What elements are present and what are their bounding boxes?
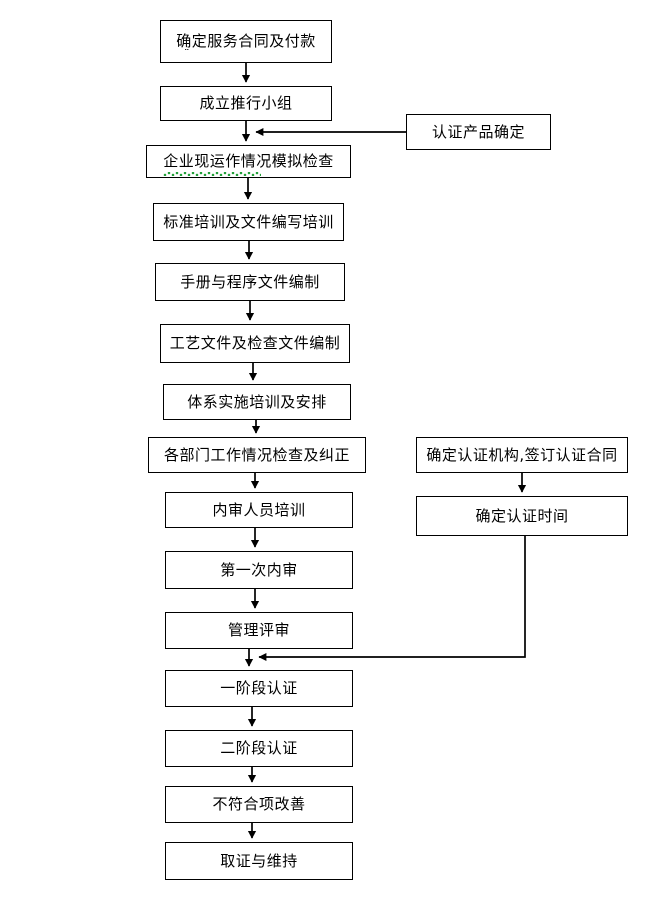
stray-artifact-mark: ¨ [184, 47, 192, 60]
node-label: 取证与维持 [220, 851, 298, 870]
node-label: 一阶段认证 [220, 679, 298, 698]
node-service-contract[interactable]: 确定服务合同及付款 [160, 20, 332, 63]
node-obtain-maintain-certificate[interactable]: 取证与维持 [165, 842, 353, 880]
node-label: 认证产品确定 [431, 122, 525, 141]
node-certified-product-confirmation[interactable]: 认证产品确定 [406, 114, 551, 150]
node-label: 确定认证机构,签订认证合同 [426, 445, 618, 464]
node-confirm-certification-date[interactable]: 确定认证时间 [416, 496, 628, 536]
node-stage-two-certification[interactable]: 二阶段认证 [165, 730, 353, 767]
node-label: 内审人员培训 [212, 500, 306, 519]
node-label: 确定服务合同及付款 [176, 32, 316, 51]
node-process-inspection-docs[interactable]: 工艺文件及检查文件编制 [160, 324, 350, 363]
node-system-implementation-training[interactable]: 体系实施培训及安排 [163, 384, 351, 420]
node-nonconformity-improvement[interactable]: 不符合项改善 [165, 786, 353, 823]
node-simulated-inspection[interactable]: 企业现运作情况模拟检查 [146, 145, 351, 178]
spellcheck-underline-icon [163, 171, 262, 176]
node-label: 各部门工作情况检查及纠正 [163, 445, 350, 464]
node-label: 第一次内审 [220, 560, 298, 579]
node-standard-training[interactable]: 标准培训及文件编写培训 [153, 203, 344, 241]
node-label: 企业现运作情况模拟检查 [163, 153, 334, 176]
node-internal-auditor-training[interactable]: 内审人员培训 [165, 492, 353, 528]
node-stage-one-certification[interactable]: 一阶段认证 [165, 670, 353, 707]
node-department-check-correction[interactable]: 各部门工作情况检查及纠正 [148, 437, 366, 473]
node-label: 不符合项改善 [212, 795, 306, 814]
node-label: 手册与程序文件编制 [180, 272, 320, 291]
node-first-internal-audit[interactable]: 第一次内审 [165, 551, 353, 589]
node-label: 确定认证时间 [475, 506, 569, 525]
node-label: 标准培训及文件编写培训 [163, 212, 334, 231]
node-label: 工艺文件及检查文件编制 [169, 334, 341, 353]
node-form-team[interactable]: 成立推行小组 [160, 86, 332, 121]
node-label: 成立推行小组 [199, 94, 293, 113]
node-management-review[interactable]: 管理评审 [165, 612, 353, 649]
node-label: 管理评审 [227, 621, 290, 640]
node-select-certification-body[interactable]: 确定认证机构,签订认证合同 [416, 437, 628, 473]
node-label: 体系实施培训及安排 [187, 392, 327, 411]
node-label: 二阶段认证 [220, 739, 298, 758]
node-manual-procedure-docs[interactable]: 手册与程序文件编制 [155, 263, 345, 301]
